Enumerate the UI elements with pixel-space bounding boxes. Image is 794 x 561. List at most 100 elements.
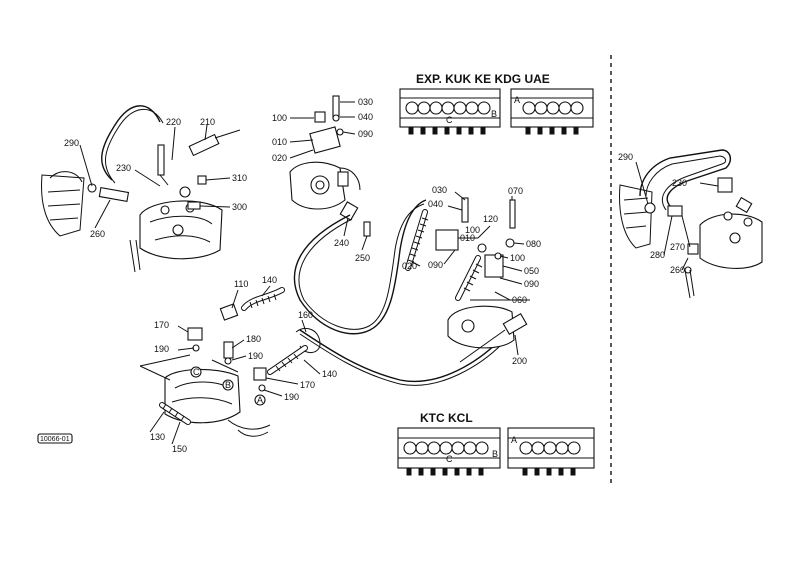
fitting-270 xyxy=(667,205,683,217)
fitting-170-b xyxy=(253,367,267,381)
rods-right xyxy=(684,269,695,299)
callout-190-c: 190 xyxy=(284,392,299,402)
assembly-bottom-left: C B A 10066-01 xyxy=(37,285,321,445)
callout-290: 290 xyxy=(64,138,79,148)
bolt-070 xyxy=(509,199,516,229)
valve-letter-a-port: A xyxy=(257,395,263,405)
valve-spools xyxy=(405,101,491,115)
elbow-fitting xyxy=(337,171,349,187)
callout-190-b: 190 xyxy=(248,351,263,361)
callout-030-b: 030 xyxy=(432,185,447,195)
tube-right-loop xyxy=(639,149,732,207)
callout-290-r: 290 xyxy=(618,152,633,162)
header-exp: EXP. KUK KE KDG UAE xyxy=(416,72,550,86)
callout-020-b: 020 xyxy=(402,261,417,271)
fitting-170-a xyxy=(187,327,203,341)
callout-090-c: 090 xyxy=(428,260,443,270)
callout-170-b: 170 xyxy=(300,380,315,390)
fitting-310 xyxy=(197,175,207,185)
callout-240: 240 xyxy=(334,238,349,248)
callout-120: 120 xyxy=(483,214,498,224)
callout-020-a: 020 xyxy=(272,153,287,163)
engine-block-left xyxy=(41,174,85,237)
engine-block-right xyxy=(619,184,653,249)
valve-bank-ktc: KTC KCL C B A xyxy=(397,411,595,476)
valve-letter-b: B xyxy=(491,109,497,119)
callout-180: 180 xyxy=(246,334,261,344)
callout-270: 270 xyxy=(670,242,685,252)
callout-010-a: 010 xyxy=(272,137,287,147)
cylinder-body xyxy=(447,305,515,349)
drawing-stamp xyxy=(37,433,73,444)
valve-letter-c-ktc: C xyxy=(446,454,453,464)
callout-010-b: 010 xyxy=(460,233,475,243)
callout-090-a: 090 xyxy=(358,129,373,139)
fitting-180 xyxy=(223,341,234,359)
assembly-top-middle xyxy=(289,95,371,251)
valve-port-b xyxy=(222,379,234,391)
bolt-250 xyxy=(363,221,371,237)
callout-140-b: 140 xyxy=(322,369,337,379)
callout-160: 160 xyxy=(298,310,313,320)
callout-100-a: 100 xyxy=(272,113,287,123)
valve-letter-b-port: B xyxy=(225,380,231,390)
callout-100-b: 100 xyxy=(465,225,480,235)
tube-long-1 xyxy=(293,199,427,335)
fitting-120 xyxy=(477,243,487,253)
valve-letter-a: A xyxy=(514,95,520,105)
fitting-200 xyxy=(502,313,528,335)
lever-links xyxy=(227,419,271,430)
callout-230: 230 xyxy=(116,163,131,173)
tube-long-2 xyxy=(299,329,501,383)
part-100-a xyxy=(314,111,326,123)
assembly-right-middle xyxy=(405,191,530,363)
fitting-300 xyxy=(187,201,201,210)
callout-300: 300 xyxy=(232,202,247,212)
callout-230-r: 230 xyxy=(672,178,687,188)
valve-letter-a-ktc: A xyxy=(511,435,517,445)
callout-170-a: 170 xyxy=(154,320,169,330)
fitting-290 xyxy=(87,183,97,193)
valve-port-a xyxy=(254,394,266,406)
callout-200: 200 xyxy=(512,356,527,366)
washer-040-a xyxy=(332,114,340,122)
block-010-b xyxy=(435,229,459,251)
valve-letter-c: C xyxy=(446,115,453,125)
callout-260: 260 xyxy=(90,229,105,239)
drawing-stamp-text: 10066-01 xyxy=(40,436,70,443)
callout-210: 210 xyxy=(200,117,215,127)
callout-140-a: 140 xyxy=(262,275,277,285)
elbow-240 xyxy=(339,201,359,221)
callout-110: 110 xyxy=(234,279,248,289)
valve-port-c xyxy=(190,366,202,378)
assembly-right-panel xyxy=(619,149,763,299)
callout-190-a: 190 xyxy=(154,344,169,354)
callout-090-b: 090 xyxy=(524,279,539,289)
callout-220: 220 xyxy=(166,117,181,127)
fitting-260 xyxy=(98,186,130,202)
callout-030-a: 030 xyxy=(358,97,373,107)
callout-250: 250 xyxy=(355,253,370,263)
fitting-220 xyxy=(157,144,165,176)
assembly-top-left xyxy=(41,105,241,273)
valve-letter-c-port: C xyxy=(193,367,200,377)
callout-060: 060 xyxy=(512,295,527,305)
tube-loop-left xyxy=(101,105,161,181)
callout-labels: 290 220 210 230 310 300 260 100 030 040 … xyxy=(64,97,687,454)
callout-310: 310 xyxy=(232,173,247,183)
callout-070: 070 xyxy=(508,186,523,196)
callout-130: 130 xyxy=(150,432,165,442)
valve-letter-b-ktc: B xyxy=(492,449,498,459)
valve-bank-exp: EXP. KUK KE KDG UAE C B xyxy=(399,72,594,135)
valve-pins xyxy=(408,126,486,135)
callout-280: 280 xyxy=(650,250,665,260)
callout-040-a: 040 xyxy=(358,112,373,122)
callout-080: 080 xyxy=(526,239,541,249)
rod xyxy=(459,329,506,363)
callout-100-c: 100 xyxy=(510,253,525,263)
tube-routing xyxy=(293,199,503,386)
callout-040-b: 040 xyxy=(428,199,443,209)
fitting-230 xyxy=(179,186,191,198)
callout-050: 050 xyxy=(524,266,539,276)
callout-260-r: 260 xyxy=(670,265,685,275)
